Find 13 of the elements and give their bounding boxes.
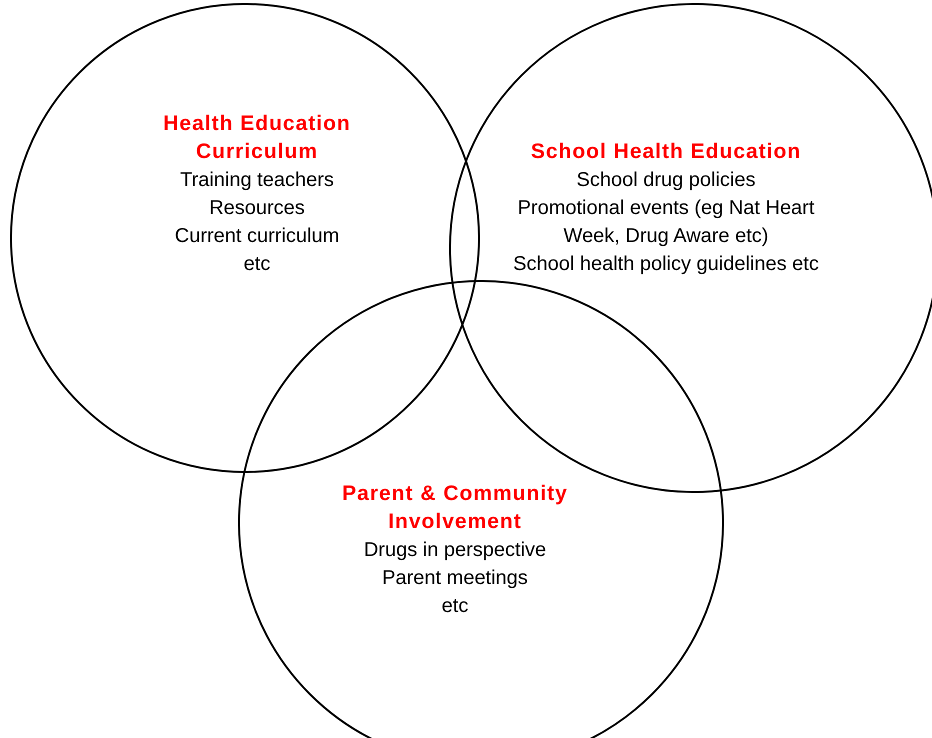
circle-item: etc <box>440 594 470 619</box>
circle-item: School health policy guidelines etc <box>512 252 820 277</box>
circle-item: Parent meetings <box>381 566 529 591</box>
circle-heading: Parent & Community Involvement <box>341 481 569 535</box>
circle-item: Resources <box>208 196 306 221</box>
circle-item: Current curriculum <box>174 224 340 249</box>
circle-item: Promotional events (eg Nat Heart Week, Drug Aware etc) <box>516 196 816 249</box>
circle-item: Drugs in perspective <box>362 538 548 563</box>
circle-heading: Health Education Curriculum <box>162 111 352 165</box>
circle-item: etc <box>242 252 272 277</box>
circle-heading: School Health Education <box>530 139 802 165</box>
circle-item: School drug policies <box>576 168 756 193</box>
circle-item: Training teachers <box>179 168 335 193</box>
